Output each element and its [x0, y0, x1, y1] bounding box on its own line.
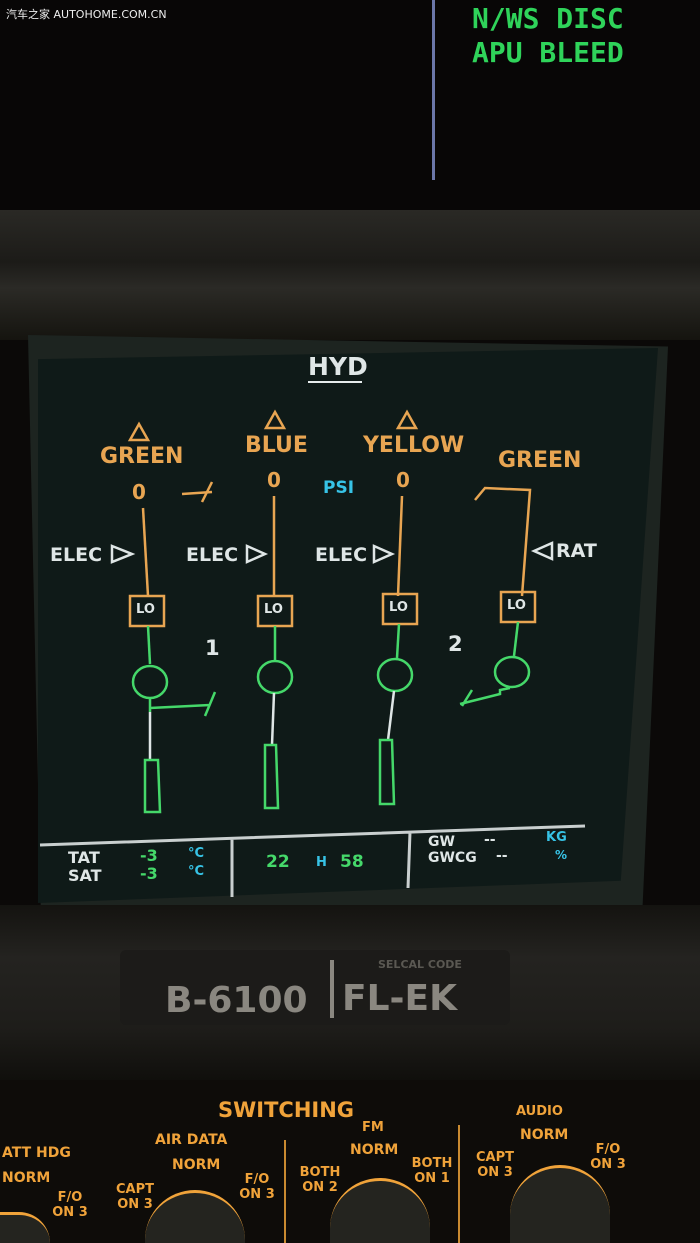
- yellow-system-label: YELLOW: [363, 433, 465, 458]
- plate-divider: [330, 960, 334, 1018]
- elec-arrow-icon: [372, 544, 396, 564]
- yellow-triangle-icon: [395, 409, 419, 430]
- sat-value: -3: [140, 864, 158, 883]
- rat-green-label: GREEN: [498, 448, 582, 473]
- elec-label-blue: ELEC: [186, 544, 239, 566]
- blue-triangle-icon: [263, 409, 287, 430]
- rat-label: RAT: [556, 540, 597, 562]
- tat-value: -3: [140, 846, 158, 865]
- audio-selector-knob[interactable]: [510, 1165, 610, 1243]
- upper-display-divider: [432, 0, 435, 180]
- watermark: 汽车之家 AUTOHOME.COM.CN: [6, 8, 167, 21]
- green-triangle-icon: [127, 421, 151, 442]
- hyd-title: HYD: [308, 352, 368, 381]
- rat-arrow-icon: [530, 541, 554, 561]
- time-hours: 22: [266, 852, 290, 872]
- sat-label: SAT: [68, 866, 102, 885]
- air-data-left: CAPT ON 3: [116, 1182, 154, 1212]
- registration: B-6100: [165, 980, 308, 1021]
- green-system-label: GREEN: [100, 444, 184, 469]
- psi-label: PSI: [323, 478, 355, 498]
- sat-unit: °C: [188, 864, 205, 879]
- audio-label: AUDIO: [516, 1104, 563, 1119]
- engine-2-label: 2: [448, 632, 463, 656]
- selcal-label: SELCAL CODE: [378, 958, 462, 971]
- lo-rat: LO: [507, 598, 526, 613]
- air-data-label: AIR DATA: [155, 1132, 228, 1148]
- tat-unit: °C: [188, 846, 205, 861]
- memo-nws-disc: N/WS DISC: [472, 2, 624, 35]
- fm-left: BOTH ON 2: [299, 1165, 341, 1195]
- air-data-norm: NORM: [172, 1157, 221, 1173]
- time-separator: H: [316, 855, 327, 870]
- gw-value: --: [484, 832, 496, 848]
- elec-arrow-icon: [110, 544, 136, 564]
- registration-plate: [120, 950, 510, 1025]
- att-hdg-norm: NORM: [2, 1170, 51, 1186]
- fm-norm: NORM: [350, 1142, 399, 1158]
- audio-norm: NORM: [520, 1127, 569, 1143]
- panel-divider: [284, 1140, 286, 1243]
- elec-arrow-icon: [245, 544, 269, 564]
- yellow-pressure: 0: [396, 468, 410, 492]
- gw-label: GW: [428, 834, 455, 850]
- audio-right: F/O ON 3: [590, 1142, 626, 1172]
- gwcg-unit: %: [555, 848, 568, 862]
- air-data-right: F/O ON 3: [239, 1172, 275, 1202]
- gwcg-label: GWCG: [428, 850, 477, 866]
- tat-label: TAT: [68, 848, 100, 867]
- bezel-upper: [0, 210, 700, 340]
- engine-1-label: 1: [205, 636, 220, 660]
- blue-pressure: 0: [267, 468, 281, 492]
- att-hdg-label: ATT HDG: [2, 1145, 71, 1161]
- att-hdg-right: F/O ON 3: [52, 1190, 88, 1220]
- fm-label: FM: [362, 1120, 384, 1135]
- blue-system-label: BLUE: [245, 433, 308, 458]
- memo-apu-bleed: APU BLEED: [472, 36, 624, 69]
- lo-yellow: LO: [389, 600, 408, 615]
- elec-label-yellow: ELEC: [315, 544, 368, 566]
- switching-title: SWITCHING: [218, 1098, 355, 1122]
- elec-label-green: ELEC: [50, 544, 103, 566]
- gw-unit: KG: [546, 830, 567, 845]
- upper-display: [0, 0, 700, 215]
- hyd-schematic: [39, 381, 586, 897]
- gwcg-value: --: [496, 848, 508, 864]
- selcal-code: FL-EK: [342, 978, 457, 1019]
- green-pressure: 0: [132, 480, 146, 504]
- time-minutes: 58: [340, 852, 364, 872]
- fm-right: BOTH ON 1: [411, 1156, 453, 1186]
- lo-green: LO: [136, 602, 155, 617]
- lo-blue: LO: [264, 602, 283, 617]
- panel-divider: [458, 1125, 460, 1243]
- audio-left: CAPT ON 3: [476, 1150, 514, 1180]
